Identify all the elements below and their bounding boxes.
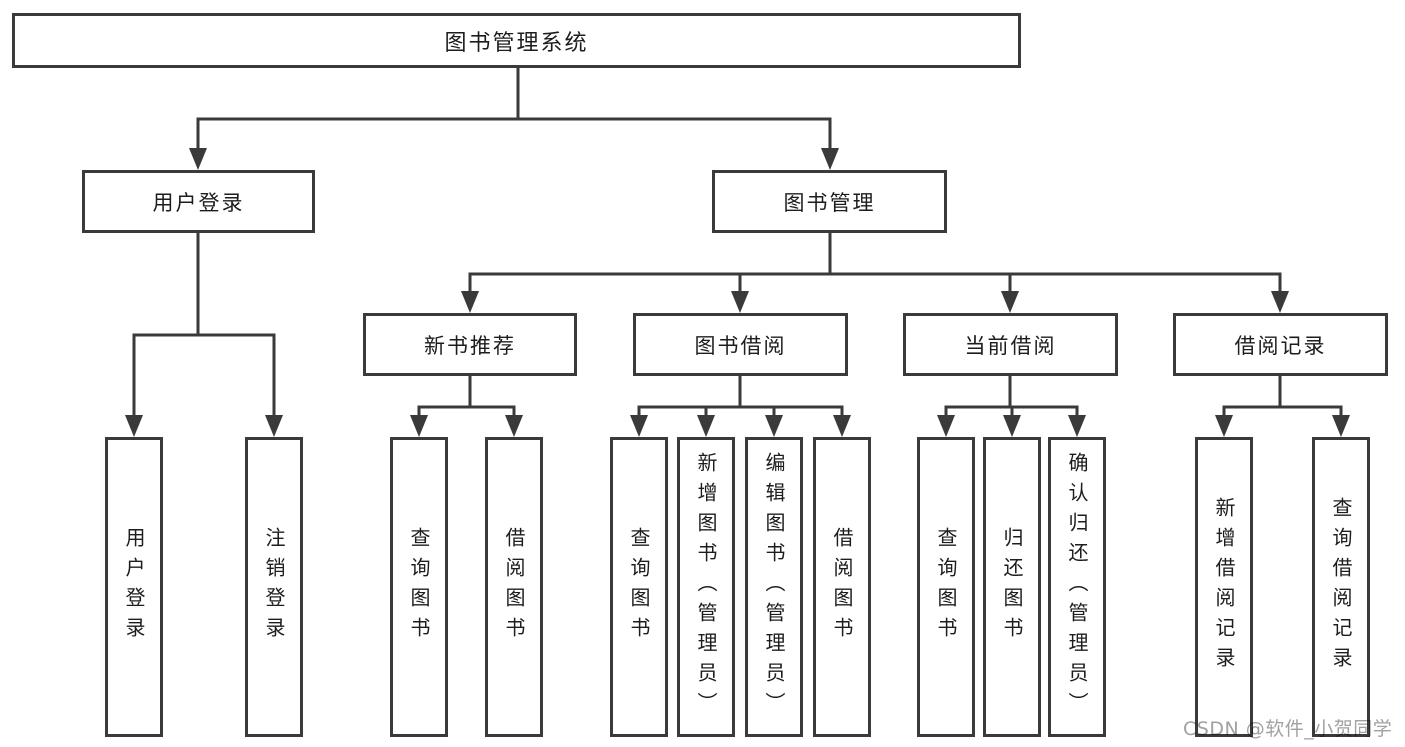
- connector-current-borrow-children: [944, 376, 1079, 416]
- arrowheads-level2: [461, 291, 1289, 313]
- connector-user-login-children: [132, 233, 276, 416]
- leaf-logout: 注销登录: [245, 437, 303, 737]
- leaf-query-books-current: 查询图书: [917, 437, 975, 737]
- leaf-borrow-books-recommend: 借阅图书: [485, 437, 543, 737]
- connector-new-book-children: [417, 376, 516, 416]
- node-current-borrowing: 当前借阅: [903, 313, 1118, 376]
- connector-records-children: [1222, 376, 1343, 416]
- node-book-management: 图书管理: [712, 170, 947, 233]
- node-borrowing-records: 借阅记录: [1173, 313, 1388, 376]
- leaf-confirm-return-admin: 确认归还（管理员）: [1048, 437, 1106, 737]
- connector-root-to-level1: [196, 67, 832, 149]
- leaf-add-book-admin: 新增图书（管理员）: [677, 437, 735, 737]
- arrowheads-leaves: [125, 415, 1350, 437]
- leaf-return-books: 归还图书: [983, 437, 1041, 737]
- leaf-user-login: 用户登录: [105, 437, 163, 737]
- watermark: CSDN @软件_小贺同学: [1183, 718, 1393, 740]
- connector-management-to-level2: [468, 233, 1282, 292]
- node-book-borrowing: 图书借阅: [633, 313, 848, 376]
- leaf-borrow-books: 借阅图书: [813, 437, 871, 737]
- leaf-query-books-recommend: 查询图书: [390, 437, 448, 737]
- node-user-login: 用户登录: [82, 170, 315, 233]
- connector-book-borrow-children: [637, 376, 844, 416]
- leaf-query-borrow-record: 查询借阅记录: [1312, 437, 1370, 737]
- leaf-add-borrow-record: 新增借阅记录: [1195, 437, 1253, 737]
- node-new-book-recommend: 新书推荐: [363, 313, 577, 376]
- arrowheads-level1: [189, 148, 839, 170]
- leaf-query-books-borrow: 查询图书: [610, 437, 668, 737]
- node-library-system: 图书管理系统: [12, 13, 1021, 68]
- leaf-edit-book-admin: 编辑图书（管理员）: [745, 437, 803, 737]
